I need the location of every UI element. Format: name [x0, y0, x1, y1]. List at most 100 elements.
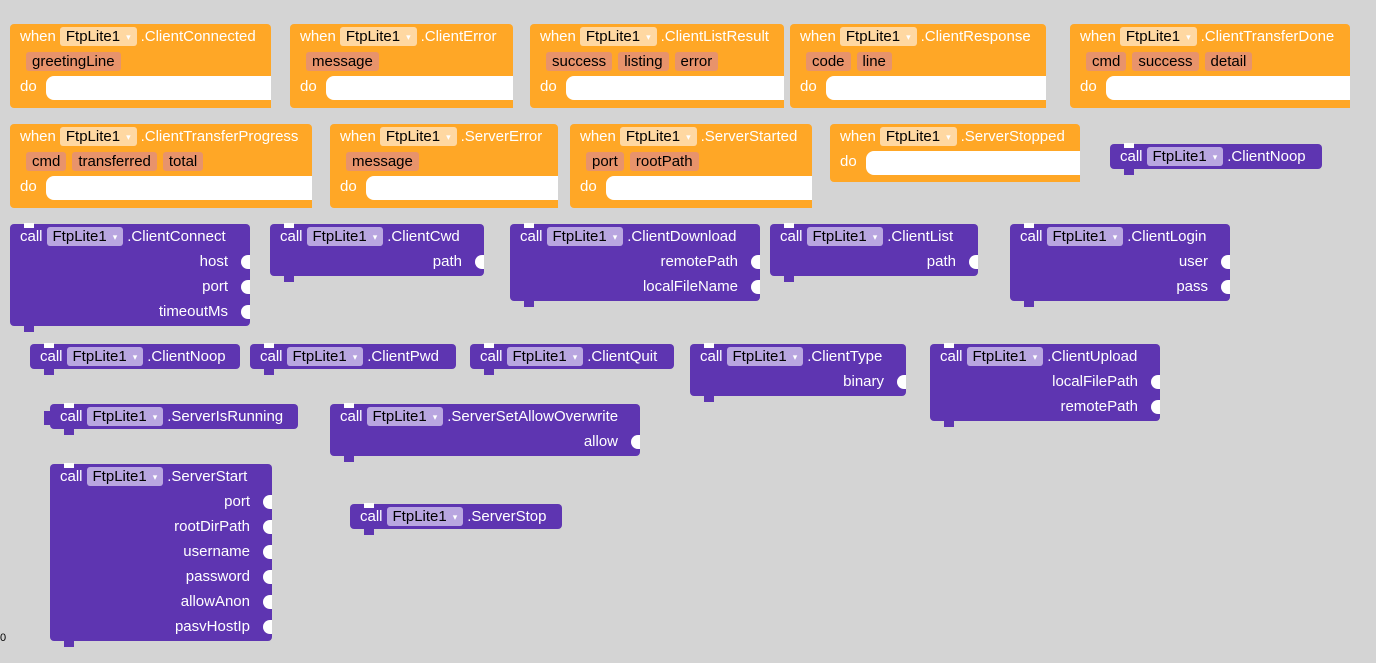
- component-dropdown[interactable]: FtpLite1▾: [286, 347, 364, 366]
- arg-socket-allow[interactable]: [631, 435, 640, 449]
- do-statement-slot[interactable]: [826, 76, 1046, 100]
- component-dropdown[interactable]: FtpLite1▾: [546, 227, 624, 246]
- component-dropdown[interactable]: FtpLite1▾: [386, 507, 464, 526]
- method-name: .ClientQuit: [587, 348, 658, 365]
- component-dropdown[interactable]: FtpLite1▾: [366, 407, 444, 426]
- do-statement-slot[interactable]: [326, 76, 513, 100]
- component-name: FtpLite1: [512, 348, 567, 365]
- component-dropdown[interactable]: FtpLite1▾: [726, 347, 804, 366]
- arg-socket-port[interactable]: [263, 495, 272, 509]
- event-param-line[interactable]: line: [856, 52, 892, 71]
- event-param-listing[interactable]: listing: [618, 52, 669, 71]
- component-dropdown[interactable]: FtpLite1▾: [379, 127, 457, 146]
- do-statement-slot[interactable]: [866, 151, 1080, 175]
- arg-socket-remotepath[interactable]: [1151, 400, 1160, 414]
- component-dropdown[interactable]: FtpLite1▾: [966, 347, 1044, 366]
- event-param-message[interactable]: message: [306, 52, 379, 71]
- component-dropdown[interactable]: FtpLite1▾: [1146, 147, 1224, 166]
- event-param-code[interactable]: code: [806, 52, 851, 71]
- arg-socket-remotepath[interactable]: [751, 255, 760, 269]
- event-param-error[interactable]: error: [674, 52, 719, 71]
- do-statement-slot[interactable]: [46, 176, 312, 200]
- component-dropdown[interactable]: FtpLite1▾: [59, 127, 137, 146]
- do-statement-slot[interactable]: [366, 176, 558, 200]
- do-keyword: do: [20, 178, 37, 195]
- event-param-cmd[interactable]: cmd: [1086, 52, 1127, 71]
- arg-socket-localfilepath[interactable]: [1151, 375, 1160, 389]
- arg-socket-pasvhostip[interactable]: [263, 620, 272, 634]
- event-param-total[interactable]: total: [162, 152, 204, 171]
- component-dropdown[interactable]: FtpLite1▾: [579, 27, 657, 46]
- event-param-success[interactable]: success: [1132, 52, 1199, 71]
- component-name: FtpLite1: [812, 228, 867, 245]
- component-dropdown[interactable]: FtpLite1▾: [1119, 27, 1197, 46]
- component-dropdown[interactable]: FtpLite1▾: [86, 407, 164, 426]
- component-dropdown[interactable]: FtpLite1▾: [806, 227, 884, 246]
- component-dropdown[interactable]: FtpLite1▾: [879, 127, 957, 146]
- arg-socket-localfilename[interactable]: [751, 280, 760, 294]
- component-dropdown[interactable]: FtpLite1▾: [306, 227, 384, 246]
- arg-socket-path[interactable]: [475, 255, 484, 269]
- event-param-transferred[interactable]: transferred: [72, 152, 157, 171]
- arg-socket-password[interactable]: [263, 570, 272, 584]
- component-dropdown[interactable]: FtpLite1▾: [839, 27, 917, 46]
- method-name: .ServerIsRunning: [167, 408, 284, 425]
- arg-socket-allowanon[interactable]: [263, 595, 272, 609]
- arg-socket-timeoutms[interactable]: [241, 305, 250, 319]
- component-dropdown[interactable]: FtpLite1▾: [59, 27, 137, 46]
- component-dropdown[interactable]: FtpLite1▾: [339, 27, 417, 46]
- component-dropdown[interactable]: FtpLite1▾: [46, 227, 124, 246]
- event-param-message[interactable]: message: [346, 152, 419, 171]
- arg-socket-host[interactable]: [241, 255, 250, 269]
- arg-row-port: port: [224, 491, 250, 513]
- do-statement-slot[interactable]: [1106, 76, 1350, 100]
- component-dropdown[interactable]: FtpLite1▾: [1046, 227, 1124, 246]
- arg-label-username: username: [183, 543, 250, 560]
- arg-socket-rootdirpath[interactable]: [263, 520, 272, 534]
- arg-socket-binary[interactable]: [897, 375, 906, 389]
- event-param-detail[interactable]: detail: [1204, 52, 1253, 71]
- arg-row-localfilename: localFileName: [643, 276, 738, 298]
- component-dropdown[interactable]: FtpLite1▾: [86, 467, 164, 486]
- arg-socket-path[interactable]: [969, 255, 978, 269]
- event-param-cmd[interactable]: cmd: [26, 152, 67, 171]
- event-param-success[interactable]: success: [546, 52, 613, 71]
- arg-socket-username[interactable]: [263, 545, 272, 559]
- arg-socket-pass[interactable]: [1221, 280, 1230, 294]
- component-dropdown[interactable]: FtpLite1▾: [619, 127, 697, 146]
- event-param-port[interactable]: port: [586, 152, 624, 171]
- event-param-rootpath[interactable]: rootPath: [629, 152, 699, 171]
- do-statement-slot[interactable]: [46, 76, 271, 100]
- do-statement-slot[interactable]: [606, 176, 812, 200]
- event-param-greetingline[interactable]: greetingLine: [26, 52, 121, 71]
- do-statement-slot[interactable]: [566, 76, 784, 100]
- arg-socket-user[interactable]: [1221, 255, 1230, 269]
- component-dropdown[interactable]: FtpLite1▾: [506, 347, 584, 366]
- arg-socket-port[interactable]: [241, 280, 250, 294]
- component-dropdown[interactable]: FtpLite1▾: [66, 347, 144, 366]
